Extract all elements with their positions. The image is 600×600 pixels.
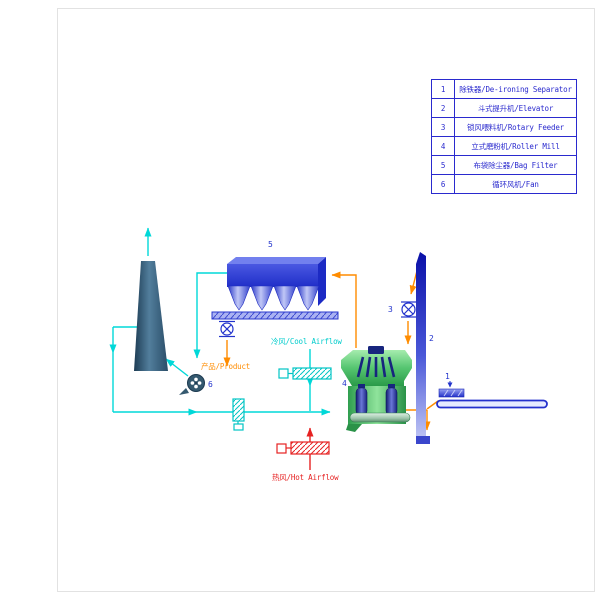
legend-row-number: 1 bbox=[432, 80, 455, 98]
legend-row-label: 锁风喂料机/Rotary Feeder bbox=[467, 122, 564, 132]
label-mill-number: 4 bbox=[342, 379, 347, 388]
legend-row-number: 6 bbox=[432, 175, 455, 193]
legend-row: 6 循环风机/Fan bbox=[432, 174, 576, 193]
de-ironing-separator bbox=[438, 381, 465, 398]
discharge-rotary-valve bbox=[219, 320, 235, 338]
roller-cap bbox=[388, 384, 395, 388]
label-hot-airflow: 热风/Hot Airflow bbox=[272, 472, 339, 482]
hot-air-valve bbox=[290, 441, 330, 455]
label-feeder-number: 3 bbox=[388, 305, 393, 314]
legend-row: 4 立式磨粉机/Roller Mill bbox=[432, 136, 576, 155]
mill-roller bbox=[355, 387, 368, 416]
fan-symbol bbox=[179, 374, 205, 395]
bag-filter bbox=[227, 257, 326, 311]
pipe-mill-to-filter bbox=[331, 271, 357, 348]
legend-row: 5 布袋除尘器/Bag Filter bbox=[432, 155, 576, 174]
label-fan-number: 6 bbox=[208, 380, 213, 389]
label-cool-airflow: 冷风/Cool Airflow bbox=[271, 336, 342, 346]
legend-row-number: 5 bbox=[432, 156, 455, 174]
elevator bbox=[416, 252, 430, 444]
roller-cap bbox=[358, 384, 365, 388]
legend-row: 1 除铁器/De-ironing Separator bbox=[432, 80, 576, 98]
label-elevator-number: 2 bbox=[429, 334, 434, 343]
legend-row: 3 锁风喂料机/Rotary Feeder bbox=[432, 117, 576, 136]
gas-pipes bbox=[109, 227, 331, 416]
screw-conveyor bbox=[211, 311, 339, 320]
hot-air-branch bbox=[276, 427, 330, 470]
legend-row-label: 立式磨粉机/Roller Mill bbox=[471, 141, 560, 151]
legend-row-label: 斗式提升机/Elevator bbox=[477, 103, 554, 113]
legend-row-number: 3 bbox=[432, 118, 455, 136]
legend-row-label: 循环风机/Fan bbox=[492, 179, 539, 189]
pipe-feed-to-boot bbox=[426, 400, 439, 410]
belt-conveyor bbox=[436, 399, 548, 409]
pipe-filter-to-fan bbox=[193, 272, 227, 359]
label-bag-filter-number: 5 bbox=[268, 240, 273, 249]
material-flows bbox=[223, 262, 439, 431]
mill-roller bbox=[385, 387, 398, 416]
legend-row-number: 4 bbox=[432, 137, 455, 155]
chimney bbox=[134, 261, 168, 371]
cool-air-valve bbox=[278, 367, 332, 380]
legend-row-label: 除铁器/De-ironing Separator bbox=[459, 84, 572, 94]
rotary-feeder bbox=[401, 301, 416, 318]
recirc-damper-valve bbox=[232, 398, 245, 431]
legend-row: 2 斗式提升机/Elevator bbox=[432, 98, 576, 117]
roller-mill bbox=[341, 346, 412, 432]
legend-row-label: 布袋除尘器/Bag Filter bbox=[473, 160, 558, 170]
label-product: 产品/Product bbox=[201, 361, 250, 371]
label-separator-number: 1 bbox=[445, 372, 450, 381]
legend-table: 1 除铁器/De-ironing Separator 2 斗式提升机/Eleva… bbox=[431, 79, 577, 194]
legend-row-number: 2 bbox=[432, 99, 455, 117]
grinding-table bbox=[349, 412, 411, 423]
pipe-fan-to-chimney bbox=[165, 358, 189, 377]
hot-air-valve-actuator bbox=[276, 443, 287, 454]
